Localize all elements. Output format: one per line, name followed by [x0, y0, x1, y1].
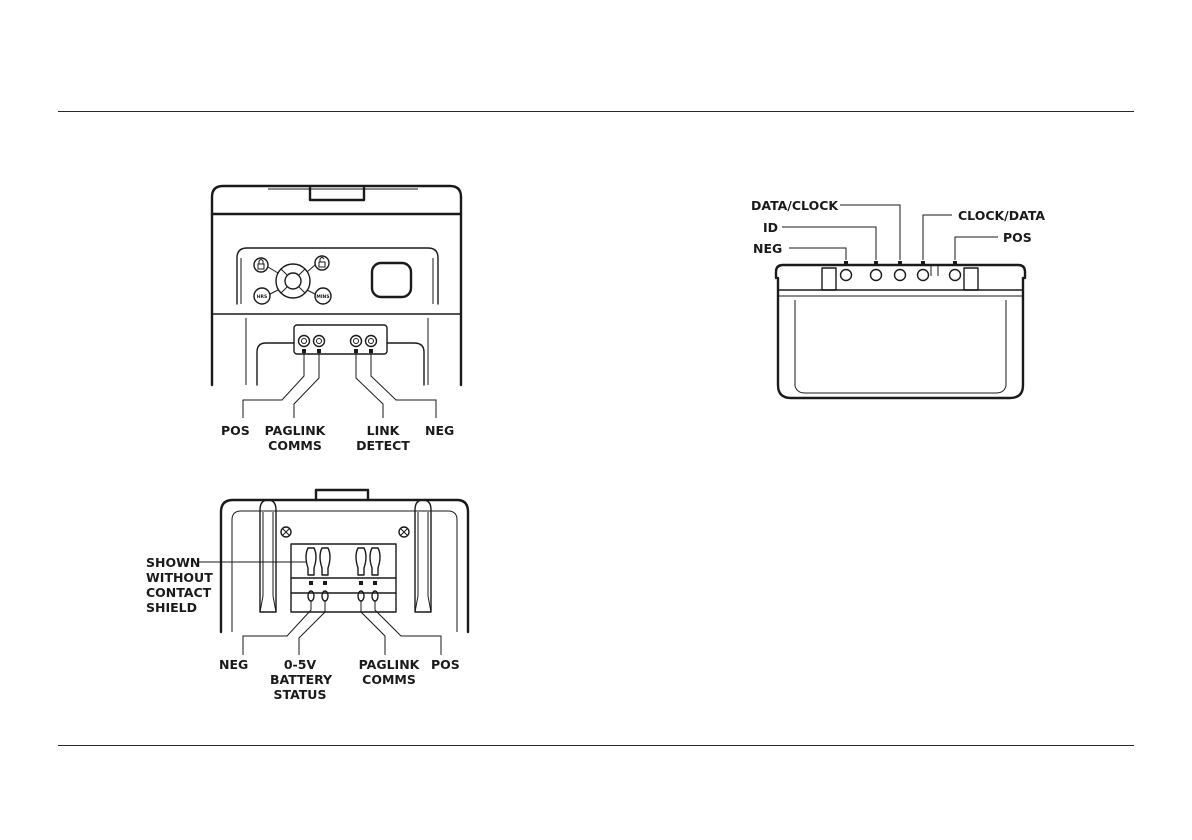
right-label-pos: POS [1003, 230, 1032, 245]
svg-text:HRS: HRS [257, 294, 267, 300]
top-label-paglink-comms: PAGLINK COMMS [264, 423, 326, 453]
charger-top-figure: HRS MINS [180, 180, 500, 410]
top-label-link-detect: LINK DETECT [356, 423, 410, 453]
top-label-pos: POS [221, 423, 250, 438]
bottom-label-paglink-comms: PAGLINK COMMS [358, 657, 420, 687]
right-label-id: ID [763, 220, 778, 235]
bottom-label-neg: NEG [219, 657, 248, 672]
hrs-key: HRS [254, 288, 270, 304]
mins-key: MINS [315, 288, 331, 304]
keypad: HRS MINS [254, 256, 331, 304]
screw-icon [399, 527, 409, 537]
lock-icon [254, 258, 268, 272]
bottom-label-pos: POS [431, 657, 460, 672]
screw-icon [281, 527, 291, 537]
bottom-label-shown-without-shield: SHOWN WITHOUT CONTACT SHIELD [146, 555, 213, 615]
top-label-neg: NEG [425, 423, 454, 438]
right-label-clock-data: CLOCK/DATA [958, 208, 1045, 223]
bottom-rule [58, 745, 1134, 746]
unlock-icon [315, 256, 329, 270]
bottom-label-battery-status: 0-5V BATTERY STATUS [270, 657, 330, 702]
display-window [372, 263, 411, 297]
svg-text:MINS: MINS [316, 294, 329, 300]
right-label-neg: NEG [753, 241, 782, 256]
top-rule [58, 111, 1134, 112]
contact-pins [299, 336, 377, 354]
battery-top-figure [740, 195, 1040, 405]
right-label-data-clock: DATA/CLOCK [751, 198, 838, 213]
